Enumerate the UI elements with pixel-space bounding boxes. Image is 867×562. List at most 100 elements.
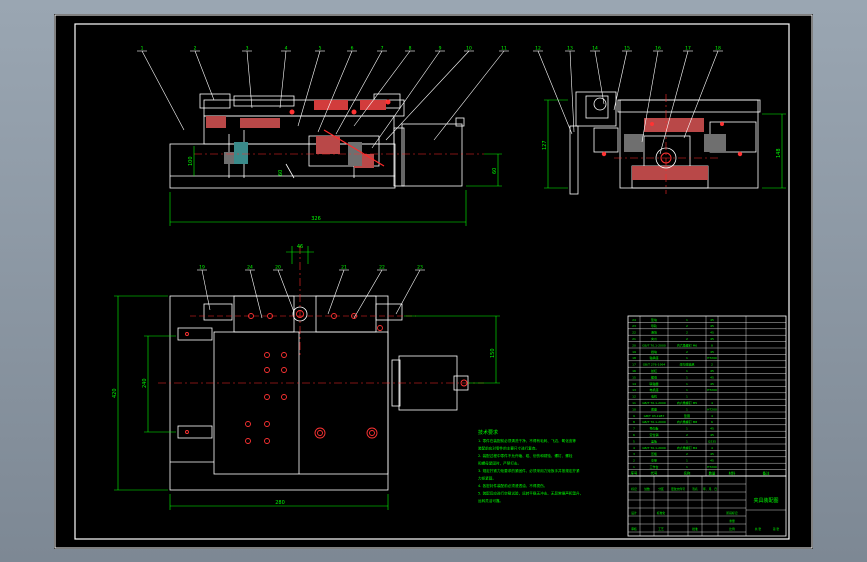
side-motor-box	[575, 91, 617, 127]
bom-cell: 2	[686, 452, 688, 456]
note-line: 4. 各密封件装配前必须浸透油，不得损伤。	[478, 483, 547, 488]
part-balloon-1: 1	[141, 46, 144, 52]
part-balloon-11: 11	[501, 46, 507, 52]
part-balloon-4: 4	[285, 46, 288, 52]
bom-cell: 3	[633, 452, 635, 456]
plan-left-cyl	[203, 303, 233, 321]
leader-line	[201, 269, 211, 311]
bom-cell: 1	[686, 459, 688, 463]
bom-cell: 1	[633, 465, 635, 469]
bom-cell: GB/T 276-1994	[643, 363, 666, 367]
bom-cell: GB/T 70.1-2000	[642, 446, 666, 450]
leader-line	[194, 50, 215, 101]
bom-header-cell: 代号	[651, 470, 658, 475]
bom-cell: 1	[686, 388, 688, 392]
plan-base	[169, 295, 389, 491]
bom-cell: 支架	[651, 458, 657, 463]
bom-cell: 45	[710, 433, 714, 437]
bom-cell: 45	[710, 369, 714, 373]
part-balloon-15: 15	[624, 46, 630, 52]
bom-cell: GB/T 70.1-2000	[642, 420, 666, 424]
bom-cell: 工作台	[649, 464, 658, 469]
bom-cell: 45	[710, 459, 714, 463]
bom-cell: 23	[632, 324, 636, 328]
plan-height-dim: 420	[112, 388, 118, 398]
bom-cell: 挡块	[651, 349, 657, 354]
bom-cell: HT200	[707, 407, 717, 411]
bom-cell: 深沟球轴承	[679, 362, 694, 367]
side-sections	[593, 97, 743, 180]
title-block-cell: 标记	[631, 487, 637, 491]
title-block-cell: 标准化	[657, 511, 666, 515]
bom-cell: 16	[632, 369, 636, 373]
bom-cell: 20	[632, 343, 636, 347]
bom-cell: 1	[686, 375, 688, 379]
plan-clamp-left	[233, 295, 295, 333]
bom-cell: 2	[686, 324, 688, 328]
title-block-cell: 共 张	[755, 527, 762, 531]
part-balloon-12: 12	[535, 46, 541, 52]
part-balloon-14: 14	[592, 46, 598, 52]
bom-header-cell: 材料	[729, 470, 736, 475]
bom-cell: 6	[711, 420, 713, 424]
part-balloon-13: 13	[567, 46, 573, 52]
part-balloon-16: 16	[655, 46, 661, 52]
bom-cell: 底座	[651, 406, 657, 411]
bom-cell: 内六角螺钉 M6	[677, 342, 698, 347]
bom-cell: 45	[710, 318, 714, 322]
leader-line	[385, 50, 470, 141]
front-motor-flange	[393, 127, 405, 187]
bom-cell: GB/T 70.1-2000	[642, 401, 666, 405]
title-block-cell: 工艺	[658, 527, 664, 531]
part-balloon-22: 22	[379, 265, 385, 271]
title-block-cell: 分区	[658, 487, 664, 491]
leader-line	[297, 50, 321, 127]
front-bed	[203, 115, 395, 145]
bom-cell: GB/T 70.1-2000	[642, 343, 666, 347]
bom-cell: 8	[633, 420, 635, 424]
side-top	[617, 99, 761, 113]
title-block-cell: 比例	[729, 527, 735, 531]
bom-cell: 21	[632, 337, 636, 341]
bom-cell: 45	[710, 375, 714, 379]
bom-header-cell: 数量	[709, 470, 716, 475]
bom-cell: 2	[711, 363, 713, 367]
bom-cell: 压板	[651, 451, 657, 456]
bom-cell: 5	[633, 439, 635, 443]
front-height-dim: 60	[492, 168, 498, 174]
bom-cell: 18	[632, 356, 636, 360]
title-block-cell: 处数	[644, 487, 650, 491]
leader-line	[327, 269, 345, 315]
bom-cell: 1	[686, 427, 688, 431]
plan-inner-plate	[213, 331, 389, 475]
bom-cell: 垫块	[651, 317, 657, 322]
side-left-dim: 127	[542, 140, 548, 150]
part-balloon-9: 9	[439, 46, 442, 52]
bom-cell: 夹爪	[651, 336, 657, 341]
bom-cell: 1	[686, 356, 688, 360]
bom-cell: 15	[632, 375, 636, 379]
bom-cell: 6	[633, 433, 635, 437]
bom-cell: 滑块	[651, 330, 657, 335]
bom-cell: 45	[710, 337, 714, 341]
bom-cell: 丝杠	[651, 368, 657, 373]
note-line: 1. 零件在装配前必须清洗干净，不得有毛刺、飞边、氧化皮等	[478, 438, 576, 443]
bom-cell: GB/T 93-1987	[644, 414, 665, 418]
title-block: 标记处数分区更改文件号签名年、月、日设计标准化审核工艺批准阶段标记重量比例共 张…	[627, 475, 787, 537]
drawing-sheet: 326 60 100 60	[54, 14, 813, 549]
leader-line	[433, 50, 505, 141]
part-balloon-20: 20	[275, 265, 281, 271]
bom-cell: 17	[632, 363, 636, 367]
bom-cell: 轴承座	[649, 355, 658, 360]
bom-cell: 盖板	[651, 438, 657, 443]
